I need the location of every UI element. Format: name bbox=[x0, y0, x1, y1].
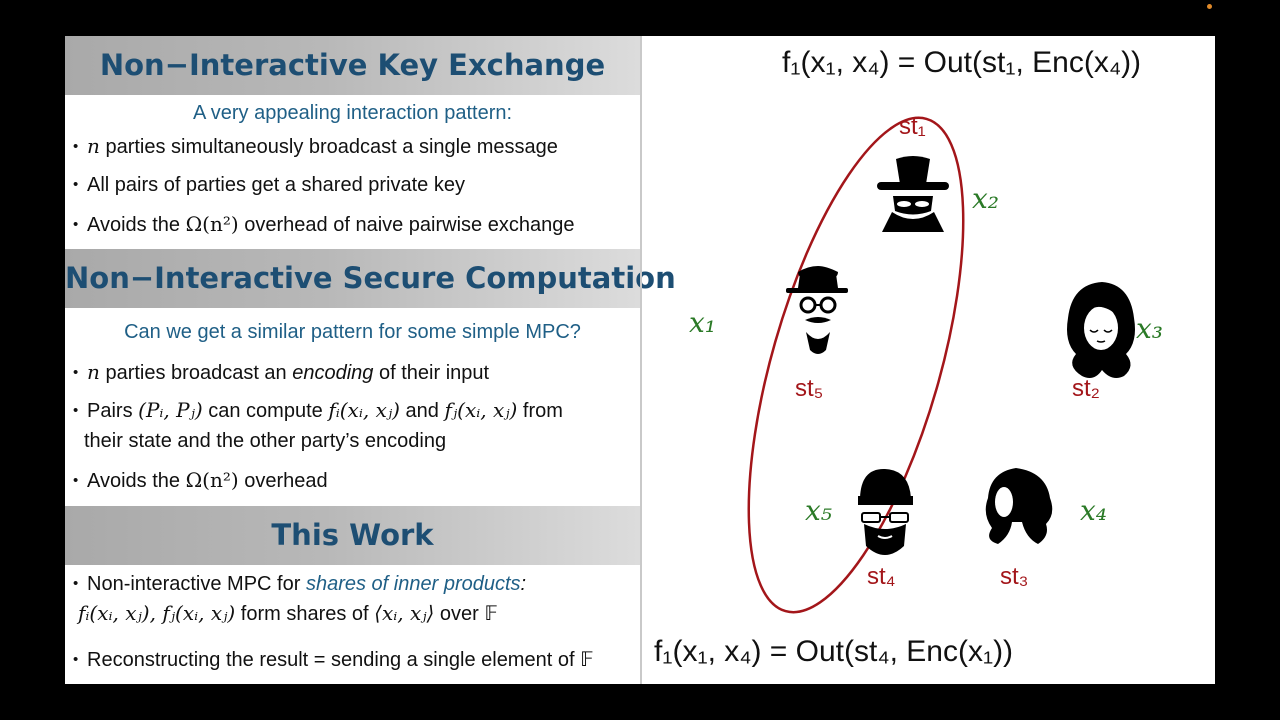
pair-ellipse bbox=[747, 116, 965, 614]
party-input: x₂ bbox=[972, 182, 999, 215]
bullet-text: of their input bbox=[379, 362, 490, 384]
bullet-text: and bbox=[405, 400, 439, 422]
bullet-text: from bbox=[522, 400, 563, 422]
math-pair: (Pᵢ, Pⱼ) bbox=[138, 398, 203, 422]
bullet-text: can compute bbox=[208, 400, 323, 422]
bullet-text: Avoids the bbox=[87, 470, 181, 492]
bullet-text: Non-interactive MPC for bbox=[87, 573, 301, 595]
bullet-this-work-2: •Reconstructing the result = sending a s… bbox=[73, 649, 594, 671]
bullet-nisc-2: •Pairs (Pᵢ, Pⱼ) can compute fᵢ(xᵢ, xⱼ) a… bbox=[73, 398, 563, 422]
party-state: st₂ bbox=[1072, 375, 1100, 402]
party-input: x₃ bbox=[1136, 312, 1163, 345]
bullet-text: Reconstructing the result = sending a si… bbox=[87, 649, 594, 671]
panel-divider bbox=[640, 36, 642, 684]
hat-glasses-man-icon bbox=[786, 266, 848, 354]
bullet-text: over 𝔽 bbox=[439, 603, 498, 625]
party-input: x₅ bbox=[805, 494, 832, 527]
bullet-this-work-1-continuation: fᵢ(xᵢ, xⱼ), fⱼ(xᵢ, xⱼ) form shares of ⟨x… bbox=[78, 601, 498, 626]
bullet-nisc-1: •n parties broadcast an encoding of thei… bbox=[73, 360, 490, 384]
bullet-text: Pairs bbox=[87, 400, 133, 422]
bottom-formula: f₁(x₁, x₄) = Out(st₄, Enc(x₁)) bbox=[654, 635, 1013, 668]
section-subtitle-nisc: Can we get a similar pattern for some si… bbox=[124, 321, 581, 343]
bullet-nisc-2-continuation: their state and the other party’s encodi… bbox=[84, 430, 447, 452]
bullet-text: Avoids the bbox=[87, 214, 181, 236]
math-fi: fᵢ(xᵢ, xⱼ) bbox=[328, 398, 400, 422]
bullet-nike-2: •All pairs of parties get a shared priva… bbox=[73, 174, 465, 196]
bullet-text: All pairs of parties get a shared privat… bbox=[87, 174, 465, 196]
party-diagram: f₁(x₁, x₄) = Out(st₁, Enc(x₄)) f₁(x₁, x₄… bbox=[654, 46, 1163, 668]
curly-hair-icon bbox=[985, 468, 1053, 544]
math-omega: Ω(n²) bbox=[185, 468, 239, 492]
party-input: x₄ bbox=[1080, 494, 1107, 527]
slide: Non−Interactive Key Exchange A very appe… bbox=[65, 36, 1215, 684]
bullet-nike-3: •Avoids the Ω(n²) overhead of naive pair… bbox=[73, 212, 575, 236]
bullet-emphasis: encoding bbox=[292, 362, 374, 384]
spy-icon bbox=[877, 156, 949, 232]
party-state: st₃ bbox=[1000, 563, 1028, 590]
left-panel: Non−Interactive Key Exchange A very appe… bbox=[65, 36, 676, 684]
math-n: n bbox=[87, 360, 100, 384]
right-panel: f₁(x₁, x₄) = Out(st₁, Enc(x₄)) f₁(x₁, x₄… bbox=[642, 36, 1215, 684]
math-n: n bbox=[87, 134, 100, 158]
bullet-emphasis: shares of inner products bbox=[305, 573, 521, 595]
bullet-text: parties broadcast an bbox=[105, 362, 287, 384]
section-title-nisc: Non−Interactive Secure Computation bbox=[65, 249, 676, 308]
top-formula: f₁(x₁, x₄) = Out(st₁, Enc(x₄)) bbox=[782, 46, 1141, 79]
section-title-this-work: This Work bbox=[65, 506, 640, 565]
bullet-text: overhead bbox=[244, 470, 328, 492]
bullet-this-work-1: •Non-interactive MPC for shares of inner… bbox=[73, 573, 527, 595]
math-fj: fⱼ(xᵢ, xⱼ) bbox=[444, 398, 518, 422]
bullet-nike-1: •n parties simultaneously broadcast a si… bbox=[73, 134, 558, 158]
math-inner-product: ⟨xᵢ, xⱼ⟩ bbox=[374, 601, 435, 625]
math-omega: Ω(n²) bbox=[185, 212, 239, 236]
party-input: x₁ bbox=[689, 306, 716, 339]
math-shares: fᵢ(xᵢ, xⱼ), fⱼ(xᵢ, xⱼ) bbox=[78, 601, 236, 625]
bullet-colon: : bbox=[520, 573, 527, 595]
bearded-man-icon bbox=[858, 468, 913, 555]
party-state: st₅ bbox=[795, 375, 823, 402]
bullet-text: parties simultaneously broadcast a singl… bbox=[105, 136, 558, 158]
bullet-text: overhead of naive pairwise exchange bbox=[244, 214, 575, 236]
woman-icon bbox=[1067, 282, 1135, 378]
section-title-nike: Non−Interactive Key Exchange bbox=[65, 36, 640, 95]
party-state: st₁ bbox=[899, 113, 926, 140]
bullet-text: form shares of bbox=[240, 603, 369, 625]
recording-indicator bbox=[1207, 4, 1212, 9]
section-subtitle-nike: A very appealing interaction pattern: bbox=[192, 102, 513, 124]
party-state: st₄ bbox=[867, 563, 895, 590]
bullet-nisc-3: •Avoids the Ω(n²) overhead bbox=[73, 468, 328, 492]
